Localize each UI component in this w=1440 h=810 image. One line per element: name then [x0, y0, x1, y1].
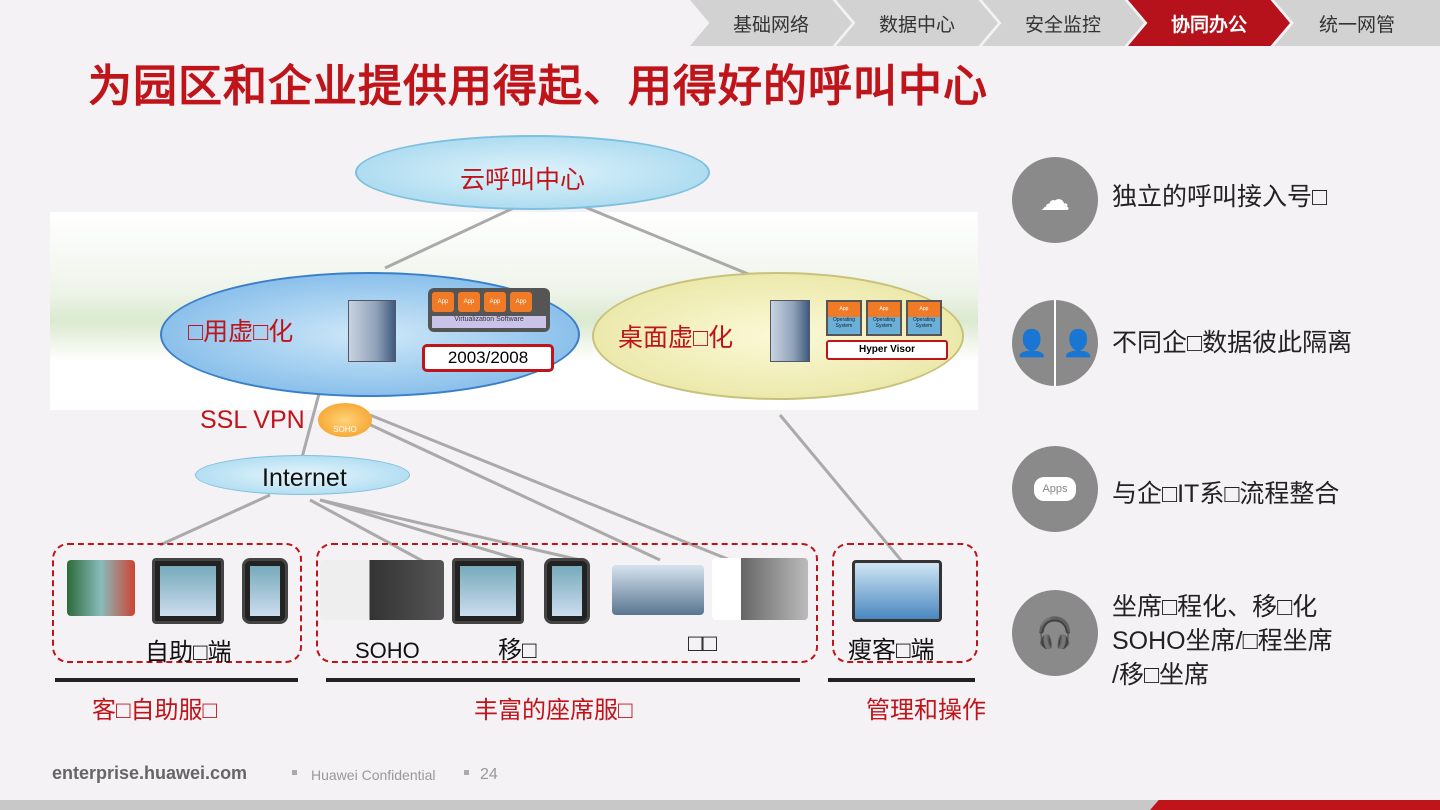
cloud-call-center-label: 云呼叫中心 [460, 166, 586, 194]
thin-client-image [852, 560, 942, 622]
app-icon: App [432, 292, 454, 312]
tablet-image [452, 558, 524, 624]
feature-line: /移□坐席 [1112, 661, 1210, 689]
server-icon [770, 300, 810, 362]
ssl-vpn-label: SSL VPN [200, 406, 305, 434]
page-number: 24 [480, 766, 498, 783]
nav-label: 基础网络 [732, 14, 809, 36]
footer-confidential: Huawei Confidential [311, 767, 436, 783]
os-version-box: 2003/2008 [422, 344, 554, 372]
soho-headset-pc-image [320, 560, 444, 620]
tablet-image [152, 558, 224, 624]
divider [326, 678, 800, 682]
virtualization-software-label: Virtualization Software [432, 316, 546, 328]
app-icon: App [510, 292, 532, 312]
headset-laptop-image [712, 558, 808, 620]
page-title: 为园区和企业提供用得起、用得好的呼叫中心 [88, 62, 988, 111]
divider [828, 678, 975, 682]
nav-label: 统一网管 [1318, 14, 1395, 36]
office-label: □□ [688, 630, 717, 657]
category-agent-service: 丰富的座席服□ [474, 697, 633, 724]
soho-badge: SOHO [333, 425, 357, 434]
nav-tab-basic-network[interactable]: 基础网络 [690, 0, 852, 46]
nav-tab-security[interactable]: 安全监控 [982, 0, 1144, 46]
mobile-label: 移□ [498, 637, 537, 664]
users-split-icon: 👤👤 [1012, 300, 1098, 386]
footer-separator [464, 770, 469, 775]
server-icon [348, 300, 396, 362]
footer-accent [1150, 800, 1440, 810]
app-virtualization-label: □用虚□化 [188, 318, 294, 346]
feature-line: 坐席□程化、移□化 [1112, 593, 1318, 621]
os-label: Operating System [913, 317, 935, 329]
virtualization-software-box: App App App App Virtualization Software [428, 288, 550, 332]
kiosk-image [67, 560, 135, 616]
apps-cloud-icon: Apps [1012, 446, 1098, 532]
apps-icon-label: Apps [1034, 477, 1076, 501]
internet-cloud [195, 455, 410, 495]
app-icon: App [458, 292, 480, 312]
category-management: 管理和操作 [866, 697, 986, 724]
thin-client-label: 瘦客□端 [848, 637, 935, 664]
os-app-label: App [868, 302, 900, 317]
hypervisor-box: Hyper Visor [826, 340, 948, 360]
split-divider [1054, 300, 1056, 386]
phone-image [242, 558, 288, 624]
footer-site: enterprise.huawei.com [52, 763, 248, 783]
soho-label: SOHO [355, 638, 420, 663]
feature-line: SOHO坐席/□程坐席 [1112, 627, 1333, 655]
nav-label: 数据中心 [878, 14, 955, 36]
internet-label: Internet [262, 464, 347, 492]
os-app-label: App [828, 302, 860, 317]
nav-tab-network-management[interactable]: 统一网管 [1274, 0, 1440, 46]
feature-text: 与企□IT系□流程整合 [1112, 480, 1340, 508]
management-group [832, 543, 978, 663]
call-center-office-image [612, 565, 704, 615]
divider [55, 678, 298, 682]
feature-text: 不同企□数据彼此隔离 [1112, 329, 1353, 357]
cloud-wifi-icon: ☁ [1012, 157, 1098, 243]
nav-label: 协同办公 [1170, 14, 1247, 36]
nav-tab-data-center[interactable]: 数据中心 [836, 0, 998, 46]
self-service-terminal-label: 自助□端 [145, 639, 232, 666]
nav-label: 安全监控 [1024, 14, 1101, 36]
os-label: Operating System [873, 317, 895, 329]
footer-separator [292, 770, 297, 775]
headset-agent-icon: 🎧 [1012, 590, 1098, 676]
self-service-group [52, 543, 302, 663]
feature-text-multiline: 坐席□程化、移□化 SOHO坐席/□程坐席 /移□坐席 [1112, 590, 1333, 692]
cloud-call-center [355, 135, 710, 210]
app-icon: App [484, 292, 506, 312]
desktop-virtualization-label: 桌面虚□化 [618, 324, 734, 352]
feature-text: 独立的呼叫接入号□ [1112, 183, 1328, 211]
soho-router-icon: SOHO [318, 403, 372, 437]
agent-service-group [316, 543, 818, 663]
category-self-service: 客□自助服□ [92, 697, 217, 724]
os-app-label: App [908, 302, 940, 317]
os-label: Operating System [833, 317, 855, 329]
nav-tab-collaboration[interactable]: 协同办公 [1128, 0, 1290, 46]
footer-bar [0, 800, 1440, 810]
phone-image [544, 558, 590, 624]
